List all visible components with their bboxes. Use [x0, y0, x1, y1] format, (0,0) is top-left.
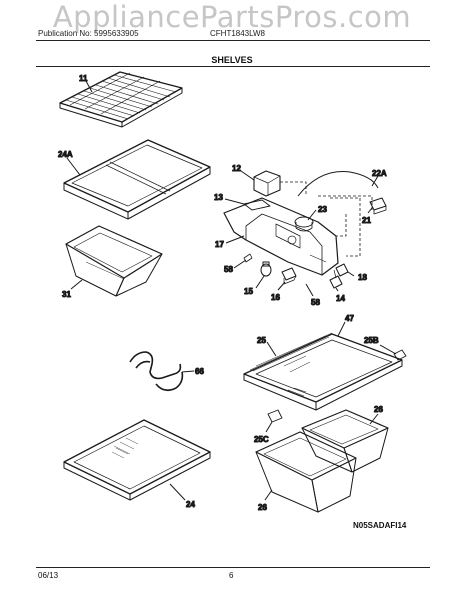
leader-12 — [240, 170, 255, 181]
glass-shelf-24 — [63, 419, 211, 501]
leader-18 — [347, 271, 355, 277]
end-cap-25C — [267, 409, 283, 423]
callout-31: 31 — [62, 290, 71, 299]
callout-58-right: 58 — [311, 298, 320, 307]
callout-23: 23 — [318, 205, 327, 214]
watermark: AppliancePartsPros.com — [52, 0, 412, 34]
switch-18 — [335, 263, 349, 277]
crisper-drawer-left — [255, 431, 357, 513]
leader-24 — [169, 483, 186, 501]
leader-11 — [85, 80, 93, 93]
leader-25C — [265, 421, 273, 433]
diagram-code: N05SADAFI14 — [353, 521, 407, 530]
wiring-dashed — [280, 181, 373, 257]
callout-12: 12 — [232, 164, 241, 173]
light-cover-12 — [253, 170, 281, 197]
wire-bracket-66 — [129, 351, 184, 392]
leader-58-left — [233, 259, 247, 269]
leader-24A — [66, 157, 81, 176]
leader-23 — [307, 209, 317, 221]
end-cap-25B — [393, 349, 407, 361]
lamp-socket-16 — [281, 267, 297, 285]
footer-rule — [36, 567, 430, 568]
publication-number: Publication No: 5995633905 — [38, 29, 139, 38]
small-drawer-31 — [65, 225, 163, 297]
crisper-cover-24A — [63, 139, 211, 220]
glass-shelf-25 — [243, 332, 403, 411]
leader-16 — [277, 281, 286, 291]
leader-14 — [335, 287, 339, 292]
footer-page-number: 6 — [229, 571, 234, 580]
header-rule — [36, 40, 430, 41]
leader-26-left — [264, 489, 273, 501]
wire-shelf-11 — [59, 71, 183, 128]
callout-25B: 25B — [364, 336, 379, 345]
callout-18: 18 — [358, 273, 367, 282]
light-bulb-15 — [260, 261, 272, 277]
leader-13 — [224, 198, 245, 205]
callout-17: 17 — [215, 240, 224, 249]
leader-21 — [367, 207, 373, 214]
leader-22A — [371, 175, 379, 187]
callout-14: 14 — [336, 294, 345, 303]
crisper-drawer-right — [301, 409, 389, 473]
section-title: SHELVES — [211, 55, 253, 65]
callout-15: 15 — [244, 287, 253, 296]
leader-31 — [70, 279, 83, 290]
callout-24A: 24A — [58, 150, 73, 159]
callout-58-left: 58 — [224, 265, 233, 274]
leader-47 — [337, 321, 346, 337]
bracket-13 — [243, 199, 271, 211]
callout-25C: 25C — [254, 435, 269, 444]
control-housing — [223, 197, 339, 276]
callout-22A: 22A — [372, 169, 387, 178]
leader-25 — [266, 341, 277, 357]
leader-15 — [255, 275, 265, 289]
leader-58-right — [305, 283, 314, 297]
leader-17 — [225, 235, 245, 244]
leader-26-right — [369, 413, 379, 425]
model-number: CFHT1843LW8 — [210, 29, 265, 38]
callout-25: 25 — [257, 336, 266, 345]
callout-26-right: 26 — [374, 405, 383, 414]
thermostat-21 — [369, 197, 387, 215]
footer-date: 06/13 — [38, 571, 59, 580]
leader-25B — [379, 344, 397, 355]
callout-66: 66 — [195, 367, 204, 376]
callout-47: 47 — [345, 314, 354, 323]
callout-21: 21 — [362, 216, 371, 225]
title-rule — [36, 66, 430, 67]
harness-22A — [297, 171, 379, 197]
callout-24: 24 — [186, 500, 195, 509]
callout-26-left: 26 — [258, 503, 267, 512]
callout-11: 11 — [79, 74, 88, 83]
leader-66 — [181, 370, 195, 373]
callout-13: 13 — [214, 193, 223, 202]
callout-16: 16 — [271, 293, 280, 302]
switch-14 — [329, 269, 343, 289]
